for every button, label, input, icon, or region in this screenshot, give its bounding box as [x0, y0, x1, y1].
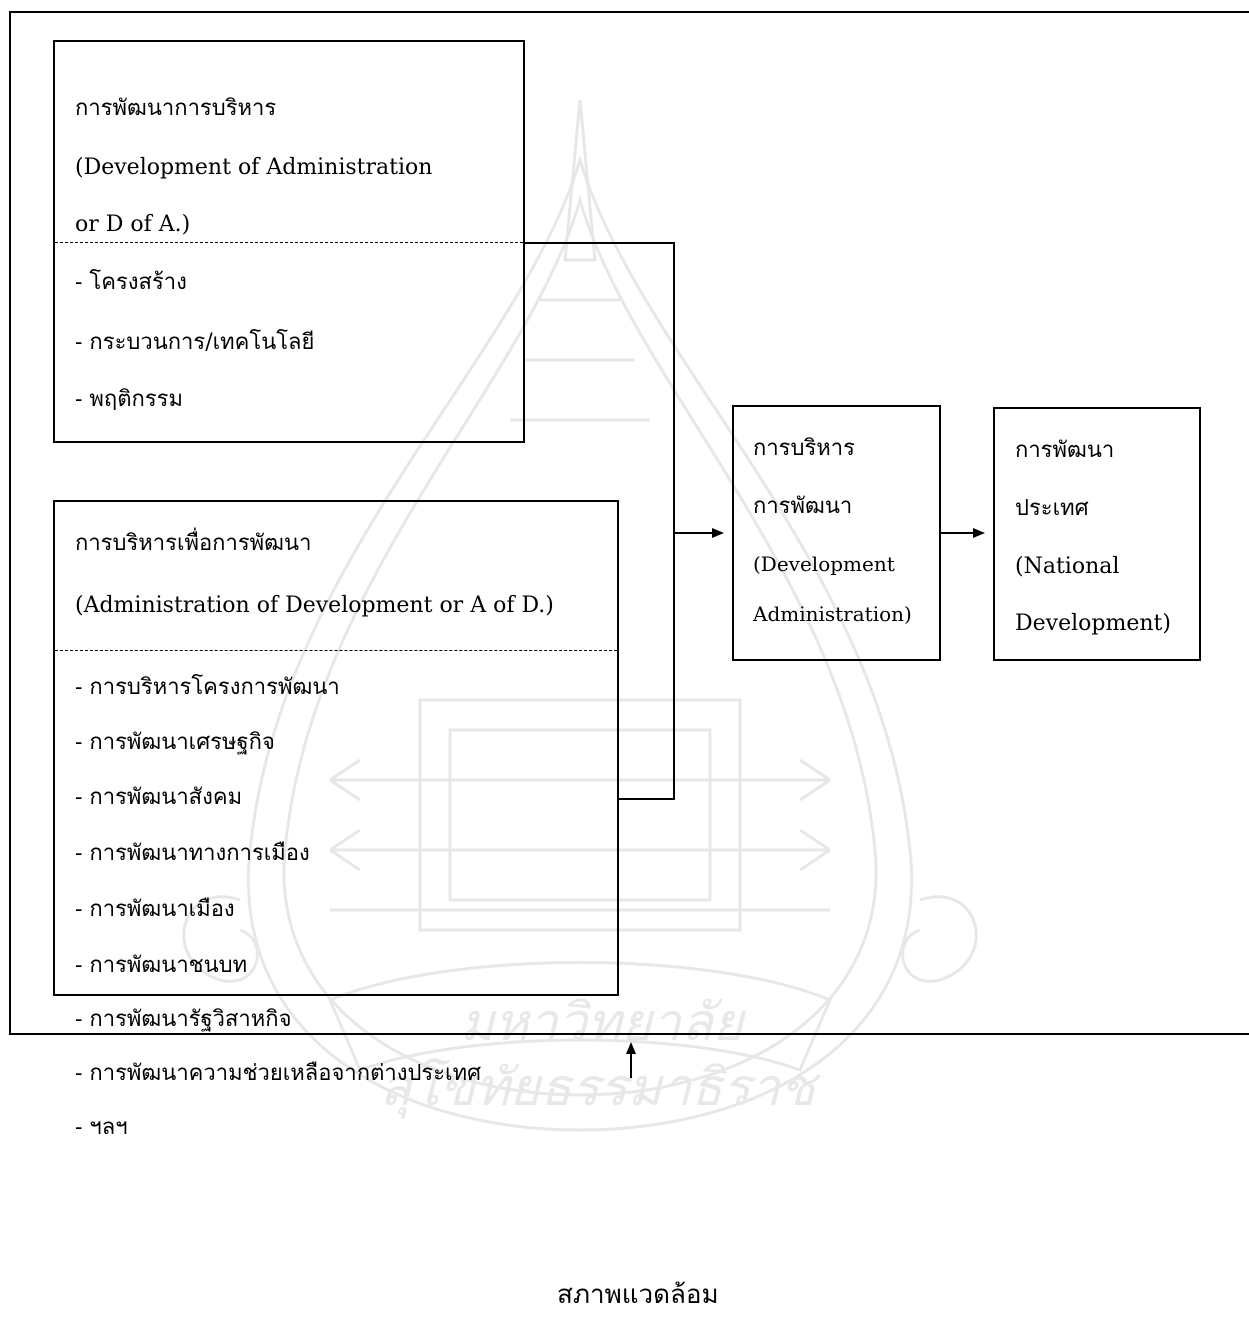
national-line1: การพัฒนา: [1015, 438, 1115, 463]
aofd-item: - ฯลฯ: [75, 1115, 128, 1140]
dofa-subtitle-line2: or D of A.): [75, 212, 191, 237]
dofa-item: - โครงสร้าง: [75, 270, 187, 295]
dofa-title: การพัฒนาการบริหาร: [75, 96, 277, 121]
aofd-item: - การพัฒนาเมือง: [75, 897, 235, 922]
box-national-development: [993, 407, 1201, 661]
aofd-item: - การบริหารโครงการพัฒนา: [75, 675, 340, 700]
box-administration-of-development: [53, 500, 619, 996]
aofd-item: - การพัฒนาทางการเมือง: [75, 841, 310, 866]
aofd-title: การบริหารเพื่อการพัฒนา: [75, 531, 312, 556]
aofd-subtitle: (Administration of Development or A of D…: [75, 593, 554, 618]
dev-admin-line1: การบริหาร: [753, 436, 855, 461]
watermark-text-1: มหาวิทยาลัย: [460, 993, 747, 1053]
aofd-item: - การพัฒนาชนบท: [75, 953, 248, 978]
dofa-divider: [55, 242, 523, 243]
dofa-item: - กระบวนการ/เทคโนโลยี: [75, 330, 315, 355]
connector-top: [524, 242, 675, 800]
aofd-item: - การพัฒนาความช่วยเหลือจากต่างประเทศ: [75, 1061, 482, 1086]
dev-admin-line2: การพัฒนา: [753, 494, 853, 519]
box-development-of-administration: [53, 40, 525, 443]
dev-admin-line3: (Development: [753, 552, 895, 576]
dofa-item: - พฤติกรรม: [75, 387, 183, 412]
environment-frame: [9, 11, 1249, 1035]
box-development-administration: [732, 405, 941, 661]
national-line3: (National: [1015, 554, 1120, 579]
national-line2: ประเทศ: [1015, 496, 1089, 521]
aofd-item: - การพัฒนาเศรษฐกิจ: [75, 730, 275, 755]
national-line4: Development): [1015, 611, 1171, 636]
aofd-item: - การพัฒนาสังคม: [75, 785, 243, 810]
dofa-subtitle-line1: (Development of Administration: [75, 155, 433, 180]
aofd-item: - การพัฒนารัฐวิสาหกิจ: [75, 1007, 292, 1032]
environment-label: สภาพแวดล้อม: [557, 1280, 719, 1310]
aofd-divider: [55, 650, 617, 651]
watermark-text-2: สุโขทัยธรรมาธิราช: [380, 1058, 821, 1119]
dev-admin-line4: Administration): [753, 602, 912, 626]
